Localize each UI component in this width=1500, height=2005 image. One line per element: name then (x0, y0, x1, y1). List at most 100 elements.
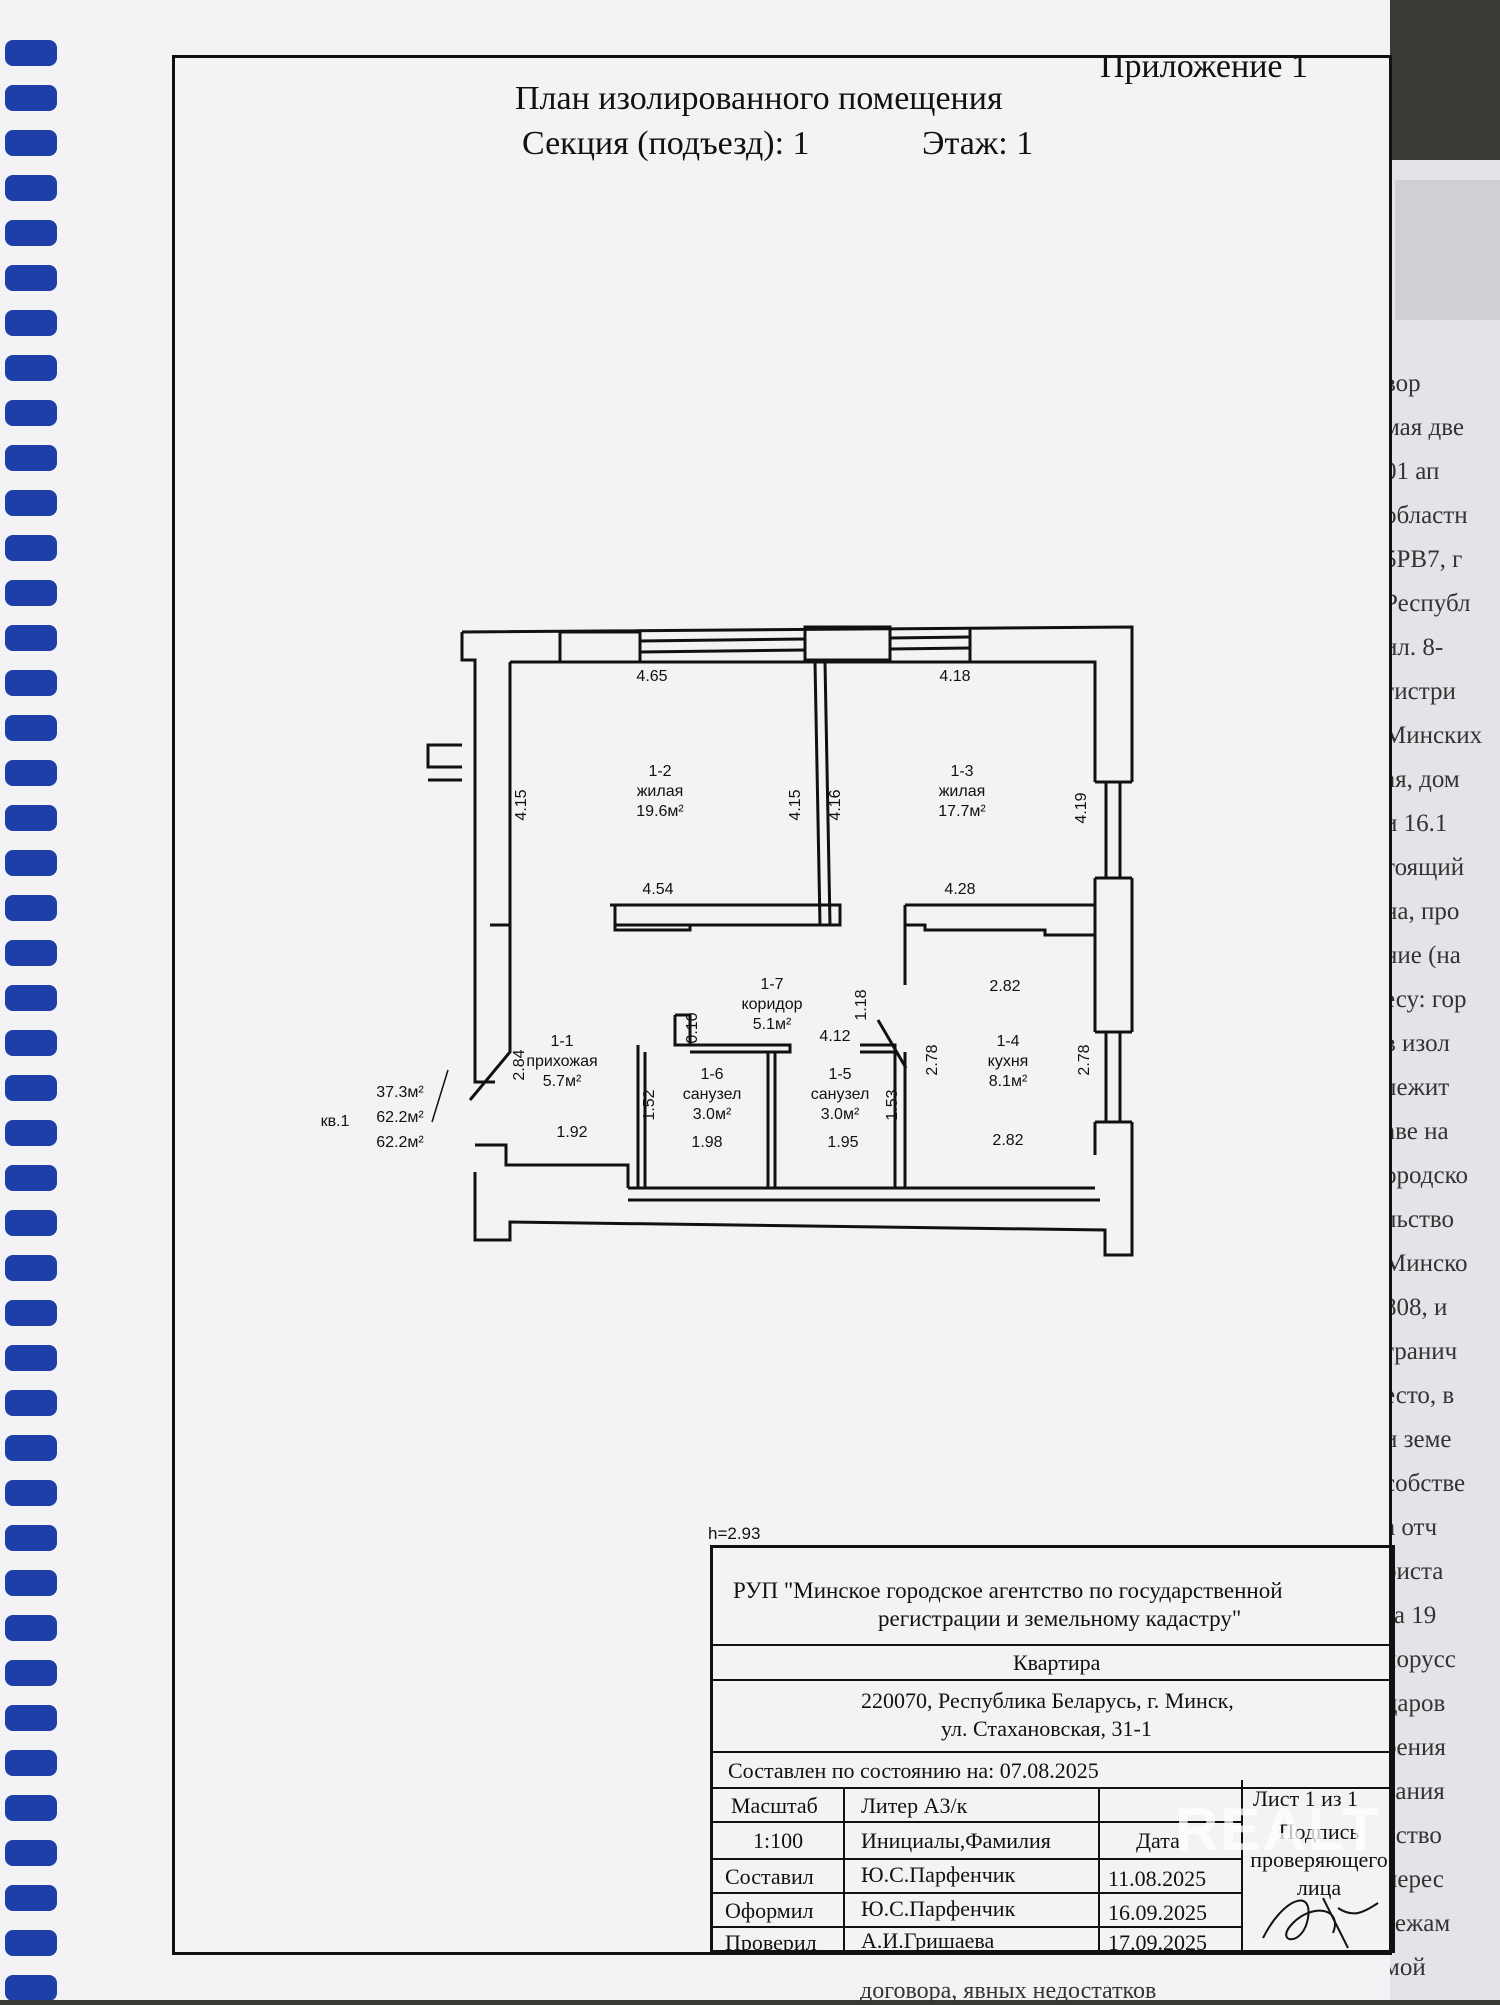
spiral-coil (5, 1480, 57, 1506)
spiral-coil (5, 130, 57, 156)
col-date: Дата (1136, 1828, 1180, 1853)
date-checked: 17.09.2025 (1108, 1930, 1207, 1955)
underlying-text-line: тоящий (1384, 854, 1465, 881)
underlying-text-line: Минских (1384, 722, 1483, 749)
dimension: 2.78 (1076, 1044, 1093, 1076)
underlying-text-line: тежам (1384, 1910, 1451, 1937)
address-line2: ул. Стахановская, 31-1 (941, 1716, 1152, 1741)
underlying-text-line: 808, и (1384, 1294, 1448, 1321)
dimension: 4.16 (827, 789, 844, 821)
underlying-text-line: а отч (1384, 1514, 1438, 1541)
underlying-text-line: аве на (1384, 1118, 1449, 1145)
dimension: 4.12 (819, 1028, 851, 1045)
spiral-coil (5, 1075, 57, 1101)
apartment-total-area-2: 62.2м² (376, 1134, 424, 1151)
dimension: 2.82 (992, 1132, 1024, 1149)
spiral-coil (5, 1840, 57, 1866)
spiral-coil (5, 535, 57, 561)
spiral-coil (5, 490, 57, 516)
signature (1262, 1897, 1379, 1949)
role-checked: Проверил (725, 1930, 817, 1955)
spiral-coil (5, 1390, 57, 1416)
apartment-total-area: 62.2м² (376, 1109, 424, 1126)
title-block: РУП "Минское городское агентство по госу… (710, 1545, 1395, 1955)
underlying-text-line: в изол (1384, 1030, 1450, 1057)
name-checked: А.И.Гришаева (861, 1928, 995, 1953)
underlying-text-line: и 16.1 (1384, 810, 1448, 837)
underlying-text-line: мой (1384, 1954, 1426, 1981)
underlying-text-line: лорусс (1384, 1646, 1456, 1673)
spiral-coil (5, 1660, 57, 1686)
spiral-coil (5, 400, 57, 426)
appendix-label: Приложение 1 (1100, 48, 1308, 85)
spiral-coil (5, 805, 57, 831)
dimension: 4.65 (636, 668, 668, 685)
date-drawn: 16.09.2025 (1108, 1900, 1207, 1925)
dimension: 4.15 (787, 789, 804, 821)
spiral-binding (5, 40, 57, 2000)
sheet-number: Лист 1 из 1 (1253, 1786, 1359, 1811)
dimension: 4.15 (513, 789, 530, 821)
dimension: 1.53 (884, 1089, 901, 1121)
dimension: 4.19 (1073, 792, 1090, 824)
underlying-text-line: лежит (1384, 1074, 1450, 1101)
col-initials: Инициалы,Фамилия (861, 1828, 1051, 1853)
spiral-coil (5, 1795, 57, 1821)
spiral-coil (5, 895, 57, 921)
spiral-coil (5, 1345, 57, 1371)
underlying-text-line: гранич (1384, 1338, 1458, 1365)
date-compiled: 11.08.2025 (1108, 1866, 1207, 1891)
spiral-coil (5, 1930, 57, 1956)
spiral-coil (5, 1705, 57, 1731)
address-line1: 220070, Республика Беларусь, г. Минск, (861, 1688, 1234, 1713)
spiral-coil (5, 1570, 57, 1596)
floor-label: Этаж: 1 (922, 125, 1034, 162)
spiral-coil (5, 40, 57, 66)
underlying-text-line: и земе (1384, 1426, 1452, 1453)
sheet-frame (172, 55, 1392, 1955)
spiral-coil (5, 940, 57, 966)
dimension: 1.95 (827, 1134, 859, 1151)
org-name-line1: РУП "Минское городское агентство по госу… (733, 1578, 1283, 1603)
spiral-coil (5, 580, 57, 606)
name-compiled: Ю.С.Парфенчик (861, 1862, 1016, 1887)
spiral-coil (5, 265, 57, 291)
spiral-coil (5, 625, 57, 651)
role-compiled: Составил (725, 1864, 814, 1889)
underlying-text-line: есто, в (1384, 1382, 1455, 1409)
spiral-coil (5, 1030, 57, 1056)
page-title: План изолированного помещения (515, 80, 1003, 117)
apartment-label: кв.1 (320, 1113, 350, 1130)
underlying-text-line: Республ (1384, 590, 1471, 617)
dimension: 4.54 (642, 881, 674, 898)
org-name-line2: регистрации и земельному кадастру" (878, 1606, 1242, 1631)
spiral-coil (5, 445, 57, 471)
realt-watermark: REALT (1175, 1796, 1381, 1863)
spiral-coil (5, 1525, 57, 1551)
underlying-text-line: Минско (1384, 1250, 1468, 1277)
dimension: 2.82 (989, 978, 1021, 995)
compiled-as-of: Составлен по состоянию на: 07.08.2025 (728, 1758, 1099, 1783)
underlying-text-line: областн (1384, 502, 1468, 529)
dimension: 1.98 (691, 1134, 723, 1151)
spiral-coil (5, 985, 57, 1011)
dimension: 4.18 (939, 668, 971, 685)
dimension: 2.78 (924, 1044, 941, 1076)
dimension: 1.92 (556, 1124, 588, 1141)
object-type: Квартира (1013, 1650, 1101, 1675)
spiral-coil (5, 1435, 57, 1461)
plastic-sleeve (1395, 180, 1500, 320)
spiral-coil (5, 175, 57, 201)
dimension: 2.84 (511, 1049, 528, 1081)
section-label: Секция (подъезд): 1 (522, 125, 810, 162)
underlying-text-line: гистри (1384, 678, 1456, 705)
role-drawn: Оформил (725, 1898, 814, 1923)
underlying-text-line: ородско (1384, 1162, 1468, 1189)
dimension: 1.18 (853, 989, 870, 1021)
spiral-coil (5, 1165, 57, 1191)
